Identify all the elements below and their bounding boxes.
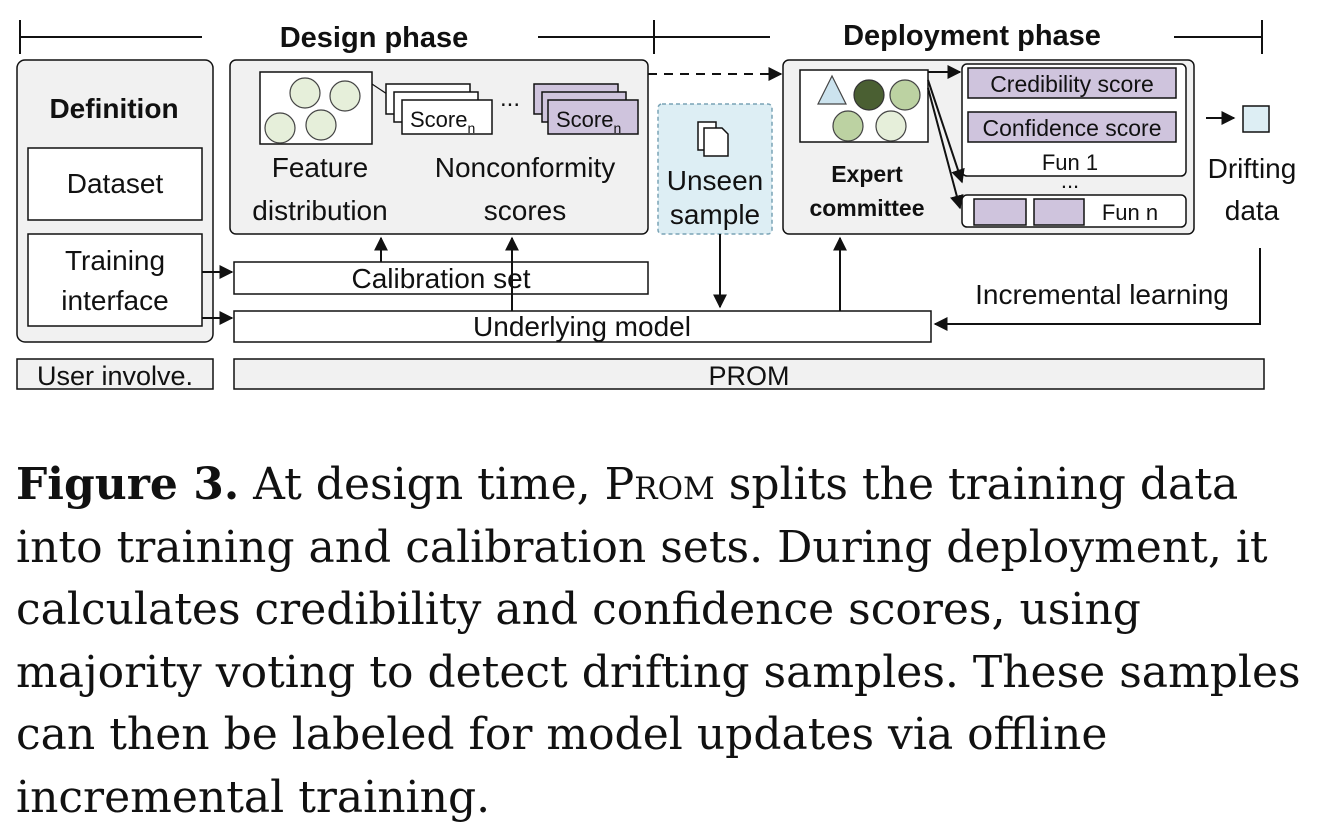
expert-committee-line2: committee — [809, 195, 924, 221]
training-interface-box — [27, 233, 203, 327]
caption-text-part1: At design time, — [253, 459, 591, 510]
prom-bar — [233, 358, 1265, 390]
caption-text-part2: splits the training data into training a… — [16, 459, 1301, 823]
nonconformity-line2: scores — [484, 195, 566, 226]
dataset-box — [27, 147, 203, 221]
definition-box: Definition Dataset Training interface — [16, 59, 214, 343]
funn-credibility-slot — [973, 198, 1027, 226]
figure-label: Figure 3. — [16, 459, 240, 510]
expert-committee-line1: Expert — [831, 161, 903, 187]
deployment-phase-label: Deployment phase — [843, 20, 1101, 52]
feature-point — [305, 109, 337, 141]
drifting-data-line1: Drifting — [1208, 153, 1297, 184]
prom-architecture-diagram: Design phase Deployment phase Definition… — [16, 20, 1297, 391]
fun1-label: Fun 1 — [1042, 150, 1098, 175]
dataset-label: Dataset — [67, 168, 164, 199]
unseen-sample-box: Unseen sample — [657, 103, 773, 235]
confidence-score-label: Confidence score — [983, 115, 1162, 141]
user-involve-bar — [16, 358, 214, 390]
triangle-icon — [817, 74, 847, 105]
prom-label: PROM — [709, 361, 790, 391]
committee-model — [853, 79, 885, 111]
feature-distribution-line1: Feature — [272, 152, 369, 183]
drifting-data-line2: data — [1225, 195, 1280, 226]
score-card-label: Scoren — [410, 107, 475, 136]
committee-model — [889, 79, 921, 111]
score-ellipsis: ... — [500, 85, 520, 112]
figure-caption: Figure 3. At design time, Prom splits th… — [16, 454, 1306, 829]
phase-timeline — [19, 20, 1263, 54]
calibration-set-box — [233, 261, 649, 295]
score-stack-purple — [533, 83, 639, 135]
design-phase-label: Design phase — [280, 22, 469, 54]
drifting-sample-square — [1242, 105, 1270, 133]
credibility-score-label: Credibility score — [990, 71, 1154, 97]
underlying-model-box — [233, 310, 932, 343]
user-involve-label: User involve. — [37, 361, 193, 391]
feature-point — [329, 80, 361, 112]
score-card-label: Scoren — [556, 107, 621, 136]
score-stack-white — [385, 83, 493, 135]
funn-label: Fun n — [1102, 200, 1158, 225]
feature-point — [264, 112, 296, 144]
document-icon — [697, 121, 729, 157]
underlying-model-label: Underlying model — [473, 311, 691, 342]
calibration-set-label: Calibration set — [352, 263, 531, 294]
credibility-score-box — [967, 67, 1177, 99]
flow-arrows — [202, 234, 1261, 331]
definition-title: Definition — [49, 93, 178, 124]
feature-point — [289, 77, 321, 109]
committee-to-fun-arrows — [927, 65, 965, 210]
unseen-sample-line1: Unseen — [667, 165, 764, 196]
fun-ellipsis: ... — [1061, 168, 1079, 193]
training-interface-line1: Training — [65, 245, 165, 276]
design-box: Scoren ... Scoren Feature distribution N… — [229, 59, 649, 235]
deployment-box: Expert committee Credibility score Confi… — [782, 59, 1195, 235]
committee-model — [875, 110, 907, 142]
unseen-sample-line2: sample — [670, 199, 760, 230]
funn-confidence-slot — [1033, 198, 1085, 226]
incremental-learning-label: Incremental learning — [975, 279, 1229, 310]
caption-prom: Prom — [604, 459, 715, 510]
nonconformity-line1: Nonconformity — [435, 152, 616, 183]
training-interface-line2: interface — [61, 285, 168, 316]
committee-model — [832, 110, 864, 142]
confidence-score-box — [967, 111, 1177, 143]
feature-distribution-line2: distribution — [252, 195, 387, 226]
